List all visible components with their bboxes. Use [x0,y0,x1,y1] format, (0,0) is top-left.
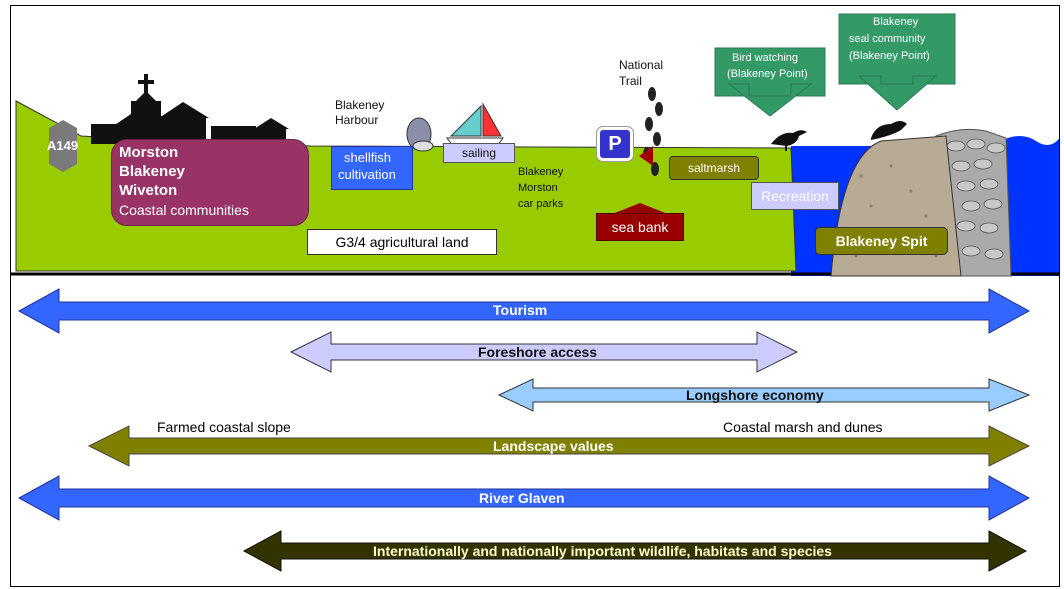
communities-box [111,139,309,226]
sailing-box: sailing [443,143,515,163]
shellfish-box [331,146,413,190]
band-river [17,475,1031,521]
harbour-label-1: Blakeney [335,98,385,112]
coastal-communities-label: Coastal communities [119,202,249,218]
foreshore-label: Foreshore access [478,344,598,360]
seal-callout-shape [838,13,956,111]
road-sign-label: A149 [47,138,79,153]
car-parks-label-2: Morston [518,182,558,194]
seal-community-label-3: (Blakeney Point) [849,50,930,62]
shellfish-icon [406,117,434,152]
agricultural-box: G3/4 agricultural land [307,229,497,255]
longshore-label: Longshore economy [686,387,824,403]
seal-community-label-1: Blakeney [873,16,919,28]
car-parks-label-1: Blakeney [518,166,564,178]
landscape-label: Landscape values [493,438,614,454]
coastal-marsh-label: Coastal marsh and dunes [723,419,883,435]
saltmarsh-box: saltmarsh [669,156,759,180]
bird-watching-label-1: Bird watching [732,52,799,64]
seal-icon [871,121,907,140]
diagram-frame: A149 Morston Blakeney Wiveton Coastal co… [10,5,1060,587]
river-label: River Glaven [479,490,565,506]
sea-bank-box: sea bank [596,213,684,241]
community-blakeney: Blakeney [119,163,185,180]
farmed-slope-label: Farmed coastal slope [157,419,291,435]
car-parks-label-3: car parks [518,198,564,210]
bird-icon [771,130,807,151]
parking-sign: P [596,126,634,162]
wildlife-label: Internationally and nationally important… [373,543,832,559]
shellfish-label-1: shellfish [344,150,391,165]
harbour-label-2: Harbour [335,113,379,127]
band-wildlife [242,530,1028,572]
trail-marker-icon [639,146,653,166]
band-foreshore [289,331,799,373]
road-sign-shape [49,120,77,172]
bird-watching-callout-shape [714,47,826,117]
sailboat-icon [446,102,504,147]
band-landscape [87,425,1031,467]
sea-waves [1001,136,1059,156]
band-longshore [497,378,1031,412]
sea-bank-arrow [612,203,668,214]
national-trail-label-2: Trail [619,74,642,88]
seal-community-label-2: seal community [849,33,926,45]
spit-box: Blakeney Spit [815,227,948,255]
tourism-label: Tourism [493,302,548,318]
village-silhouette [91,74,289,146]
community-morston: Morston [119,144,179,161]
bird-watching-label-2: (Blakeney Point) [727,68,808,80]
shellfish-label-2: cultivation [338,167,396,182]
band-tourism [17,288,1031,334]
recreation-box: Recreation [751,182,839,210]
community-wiveton: Wiveton [119,182,178,199]
national-trail-label-1: National [619,58,664,72]
